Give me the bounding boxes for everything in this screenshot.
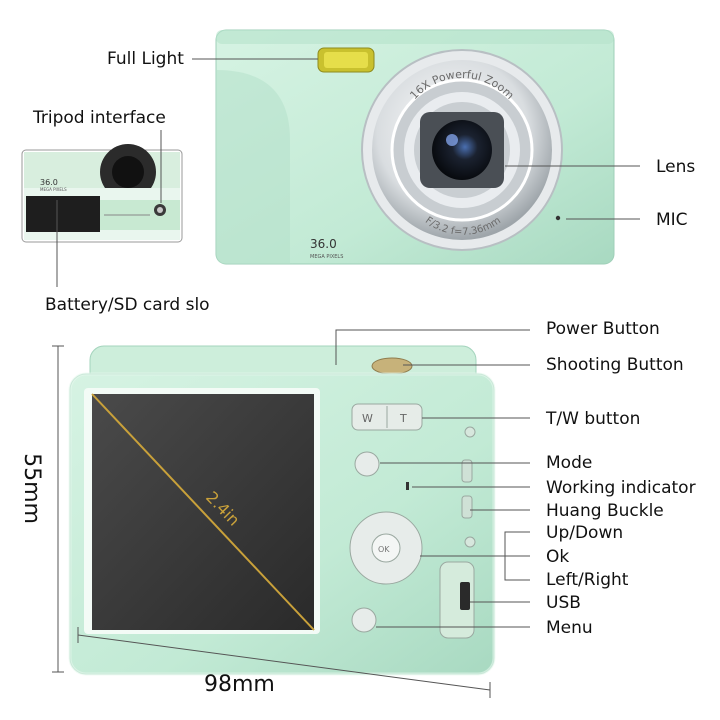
ok-button-text: OK	[378, 545, 390, 554]
label-menu: Menu	[546, 618, 593, 638]
label-lens: Lens	[656, 157, 696, 177]
label-huang-buckle: Huang Buckle	[546, 501, 664, 521]
inset-megapixels-sub: MEGA PIXELS	[40, 187, 67, 192]
dimension-height: 55mm	[18, 453, 44, 524]
label-mode: Mode	[546, 453, 593, 473]
label-ok: Ok	[546, 547, 570, 567]
label-tripod-interface: Tripod interface	[33, 108, 166, 128]
label-battery-sd: Battery/SD card slo	[45, 295, 210, 315]
dimension-width: 98mm	[204, 672, 275, 697]
label-usb: USB	[546, 593, 581, 613]
label-tw-button: T/W button	[546, 409, 641, 429]
label-working-indicator: Working indicator	[546, 478, 696, 498]
label-full-light: Full Light	[107, 49, 184, 69]
mic-hole	[555, 215, 561, 221]
front-megapixels: 36.0	[310, 237, 337, 251]
tw-w-text: W	[362, 412, 373, 425]
label-up-down: Up/Down	[546, 523, 624, 543]
inset-megapixels: 36.0	[40, 178, 58, 187]
dimension-lines	[52, 345, 491, 698]
front-megapixels-sub: MEGA PIXELS	[310, 254, 343, 260]
label-shooting-button: Shooting Button	[546, 355, 684, 375]
back-camera	[68, 345, 496, 676]
inset-bottom-view	[21, 144, 183, 243]
front-camera	[215, 29, 615, 265]
label-power-button: Power Button	[546, 319, 660, 339]
label-left-right: Left/Right	[546, 570, 629, 590]
tw-t-text: T	[399, 412, 407, 425]
label-mic: MIC	[656, 210, 688, 230]
